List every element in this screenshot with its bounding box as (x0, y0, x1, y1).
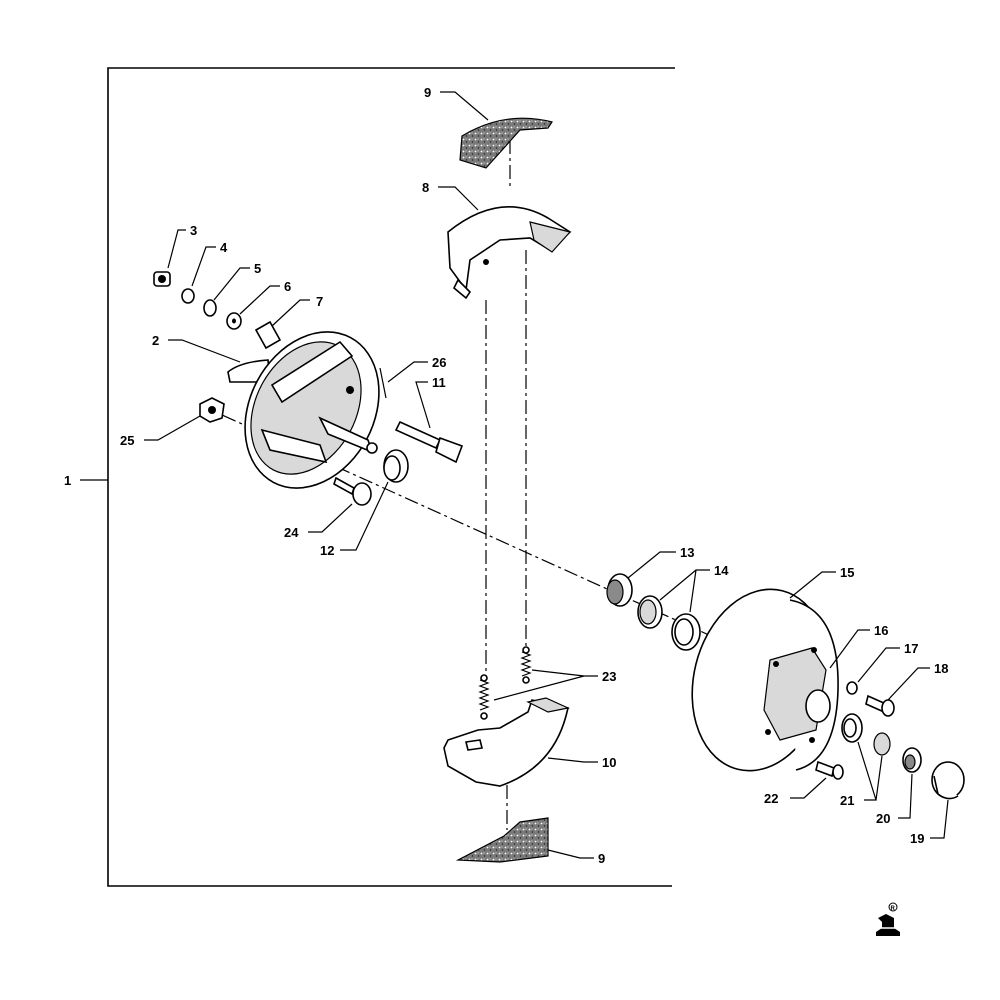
label-20-leader (898, 773, 913, 819)
label-14: 14 (714, 563, 729, 578)
label-16-leader (829, 629, 870, 669)
nut-part-25 (199, 397, 225, 423)
washer-part-6 (226, 312, 242, 330)
label-4: 4 (220, 240, 228, 255)
label-8-leader (438, 186, 479, 211)
label-23-leader (493, 669, 598, 701)
label-9b: 9 (598, 851, 605, 866)
label-26: 26 (432, 355, 446, 370)
label-9a-leader (440, 91, 489, 121)
brake-shoe-lower (443, 697, 570, 787)
label-19-leader (930, 799, 949, 839)
label-13-leader (627, 551, 676, 579)
label-16: 16 (874, 623, 888, 638)
label-23: 23 (602, 669, 616, 684)
brake-backing-plate (227, 331, 380, 489)
label-7-leader (271, 299, 310, 327)
label-19: 19 (910, 831, 924, 846)
label-5: 5 (254, 261, 261, 276)
brake-lining-top (459, 117, 553, 169)
label-14-leader (659, 569, 710, 613)
label-18: 18 (934, 661, 948, 676)
label-3: 3 (190, 223, 197, 238)
washer-part-5 (203, 299, 217, 317)
springs-part-23 (478, 646, 532, 720)
label-17-leader (857, 647, 900, 683)
seal-ring-part-13 (606, 573, 633, 607)
label-12-leader (340, 481, 389, 551)
label-15: 15 (840, 565, 854, 580)
bolt-part-22 (815, 760, 844, 780)
washer-part-17 (846, 681, 858, 695)
manufacturer-logo: R (876, 902, 900, 936)
label-7: 7 (316, 294, 323, 309)
bolt-part-18 (865, 694, 895, 717)
label-17: 17 (904, 641, 918, 656)
bushing-part-7 (254, 320, 282, 350)
label-11: 11 (432, 375, 446, 390)
label-25: 25 (120, 433, 134, 448)
cotter-pin-part-26 (379, 367, 387, 399)
assembly-frame (107, 67, 675, 887)
bearing-part-21 (841, 713, 891, 756)
logo-registered-mark: R (891, 906, 896, 912)
label-2-leader (168, 339, 241, 363)
label-1: 1 (64, 473, 71, 488)
label-22: 22 (764, 791, 778, 806)
label-24: 24 (284, 525, 299, 540)
label-21-leader (857, 741, 883, 801)
label-6: 6 (284, 279, 291, 294)
brake-shoe-upper (447, 206, 572, 300)
hub-cap-part-19 (931, 761, 965, 800)
label-5-leader (213, 267, 250, 301)
label-6-leader (239, 285, 280, 315)
brake-lining-bottom (455, 817, 549, 863)
label-22-leader (790, 777, 827, 799)
label-25-leader (144, 415, 201, 441)
label-11-leader (415, 381, 431, 429)
label-15-leader (789, 571, 836, 599)
label-4-leader (191, 246, 216, 287)
label-10-leader (547, 757, 598, 763)
bearing-part-14 (637, 595, 701, 651)
label-21: 21 (840, 793, 854, 808)
label-10: 10 (602, 755, 616, 770)
label-9a: 9 (424, 85, 431, 100)
label-9b-leader (547, 849, 594, 859)
label-18-leader (887, 667, 930, 701)
castle-nut-part-20 (902, 747, 922, 773)
label-8: 8 (422, 180, 429, 195)
label-24-leader (308, 503, 353, 533)
seal-part-12 (383, 449, 409, 483)
cam-lever-part-11 (394, 420, 464, 464)
bolt-part-24 (333, 476, 372, 506)
label-26-leader (387, 361, 428, 383)
label-13: 13 (680, 545, 694, 560)
label-12: 12 (320, 543, 334, 558)
brake-drum-part-15 (691, 588, 839, 772)
lock-washer-part-4 (181, 288, 195, 304)
nut-part-3 (153, 271, 171, 287)
label-20: 20 (876, 811, 890, 826)
label-3-leader (167, 229, 186, 269)
label-2: 2 (152, 333, 159, 348)
